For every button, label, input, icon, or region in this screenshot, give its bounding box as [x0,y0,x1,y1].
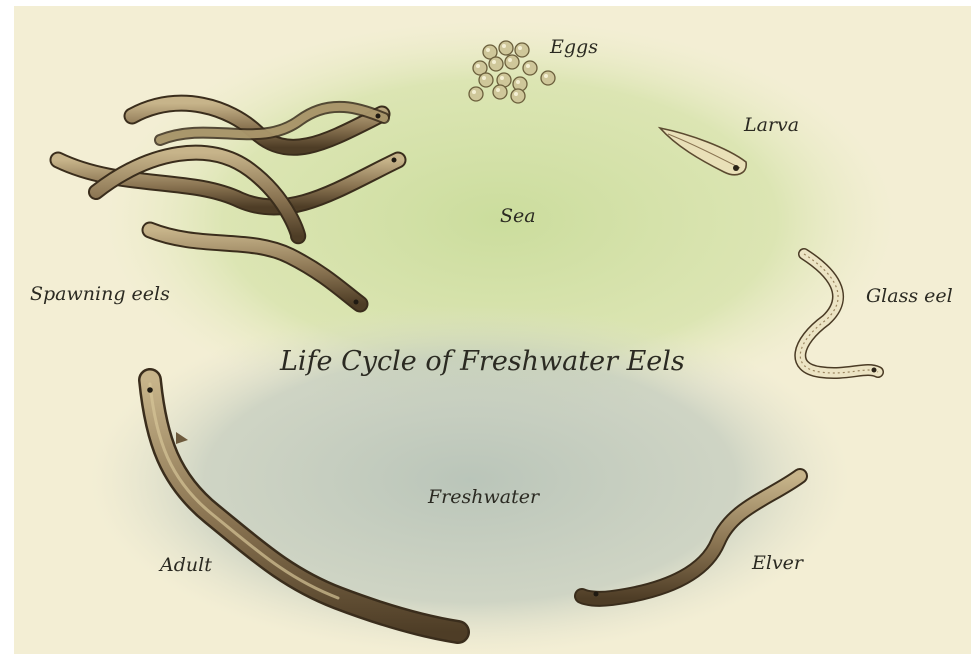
egg [499,41,513,55]
zone-label-freshwater: Freshwater [428,486,539,508]
egg-highlight [496,88,500,92]
egg-highlight [518,46,522,50]
egg [479,73,493,87]
egg-highlight [516,80,520,84]
egg [541,71,555,85]
egg [515,43,529,57]
egg [511,89,525,103]
stage-label-adult: Adult [160,554,212,576]
egg [523,61,537,75]
egg-highlight [482,76,486,80]
egg-highlight [508,58,512,62]
zone-label-sea: Sea [500,205,536,227]
egg-highlight [476,64,480,68]
egg-highlight [544,74,548,78]
stage-label-spawning-eels: Spawning eels [30,283,170,305]
stage-label-elver: Elver [752,552,803,574]
egg-highlight [500,76,504,80]
egg-highlight [526,64,530,68]
stage-label-eggs: Eggs [550,36,598,58]
egg-highlight [472,90,476,94]
egg [505,55,519,69]
egg-highlight [502,44,506,48]
egg [493,85,507,99]
egg [489,57,503,71]
egg-highlight [486,48,490,52]
egg-highlight [514,92,518,96]
stage-label-glass-eel: Glass eel [866,285,953,307]
diagram-title: Life Cycle of Freshwater Eels [280,346,685,377]
egg [469,87,483,101]
stage-label-larva: Larva [744,114,799,136]
egg-highlight [492,60,496,64]
